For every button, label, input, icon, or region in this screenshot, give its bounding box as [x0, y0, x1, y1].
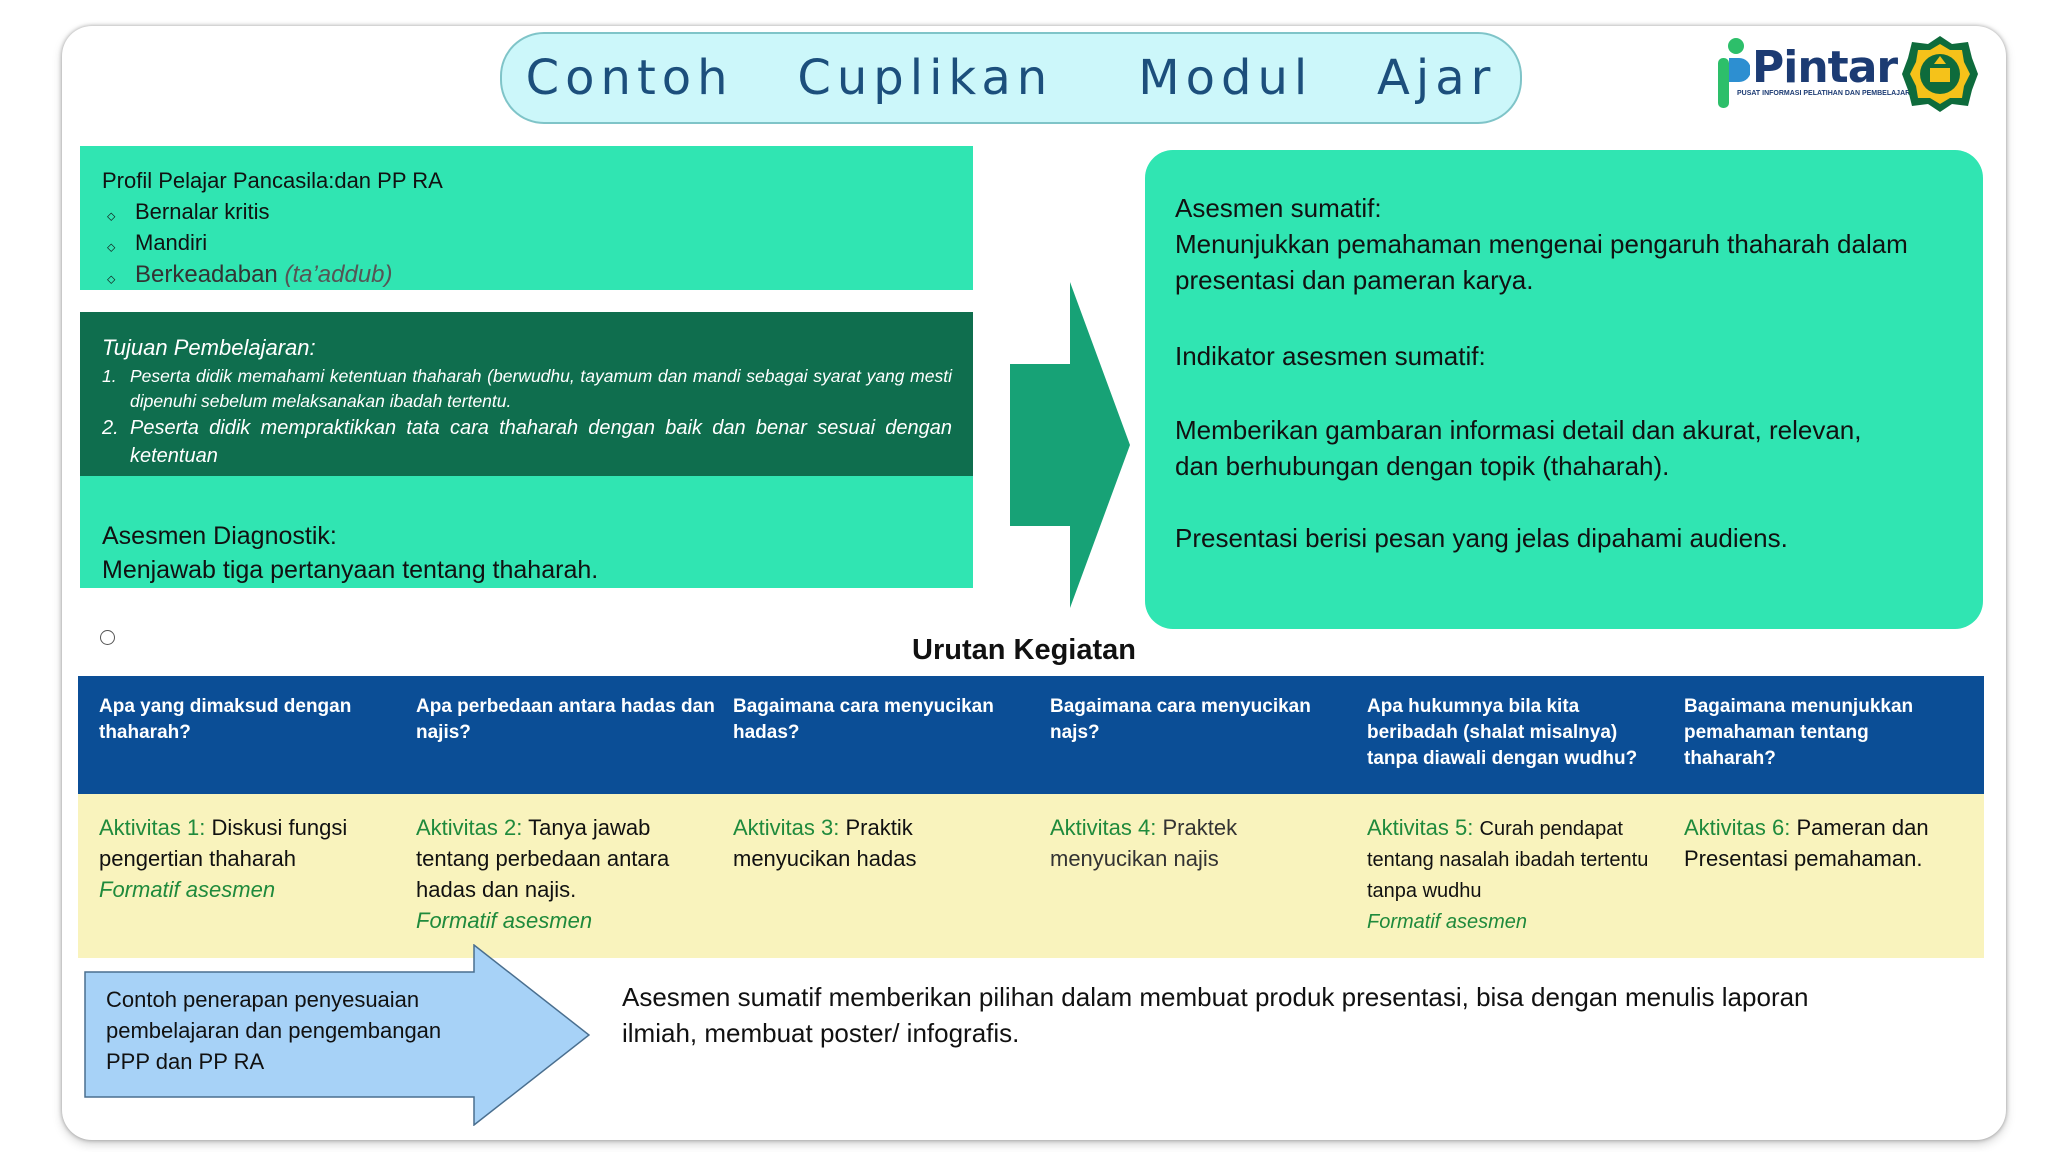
activity-label: Aktivitas 1: — [99, 815, 206, 840]
tujuan-item: 2. Peserta didik mempraktikkan tata cara… — [102, 414, 952, 470]
logo-subtitle: PUSAT INFORMASI PELATIHAN DAN PEMBELAJAR… — [1737, 90, 1921, 97]
profil-box — [80, 146, 973, 290]
indikator-line: Memberikan gambaran informasi detail dan… — [1175, 415, 1862, 445]
activity-formatif: Formatif asesmen — [1367, 911, 1528, 933]
bullet-icon: ⬦ — [107, 209, 116, 223]
activity-cell: Aktivitas 6: Pameran dan Presentasi pema… — [1684, 812, 1964, 874]
logo-name: Pintar — [1752, 42, 1898, 93]
note-line: PPP dan PP RA — [106, 1049, 265, 1074]
bullet-icon: ⬦ — [107, 240, 116, 254]
pintar-logo-icon — [1718, 38, 1750, 108]
radio-circle-icon — [100, 630, 115, 645]
right-arrow-icon — [1010, 282, 1130, 608]
question-cell: Apa yang dimaksud dengan thaharah? — [99, 696, 352, 743]
profil-item-text: Berkeadaban — [135, 261, 278, 288]
activity-text: Curah pendapat tentang nasalah ibadah te… — [1367, 818, 1649, 902]
note-arrow-icon — [84, 944, 590, 1126]
activity-cell: Aktivitas 5: Curah pendapat tentang nasa… — [1367, 812, 1657, 936]
question-cell: Bagaimana menunjukkan pemahaman tentang … — [1684, 696, 1914, 769]
profil-item: Berkeadaban (ta’addub) — [135, 261, 393, 289]
tujuan-text: Peserta didik mempraktikkan tata cara th… — [130, 417, 952, 467]
question-cell: Apa hukumnya bila kita beribadah (shalat… — [1367, 696, 1638, 769]
sumatif-title: Asesmen sumatif: — [1175, 193, 1382, 223]
tujuan-box — [80, 312, 973, 476]
activity-text: Praktik menyucikan hadas — [733, 815, 917, 871]
sumatif-line: presentasi dan pameran karya. — [1175, 265, 1534, 295]
bottom-line: Asesmen sumatif memberikan pilihan dalam… — [622, 982, 1809, 1012]
profil-item-suffix: (ta’addub) — [284, 261, 393, 288]
indikator-title: Indikator asesmen sumatif: — [1175, 341, 1486, 371]
activity-text: Praktek menyucikan najis — [1050, 815, 1238, 871]
indikator-line: dan berhubungan dengan topik (thaharah). — [1175, 451, 1670, 481]
tujuan-title: Tujuan Pembelajaran: — [102, 335, 316, 360]
question-cell: Bagaimana cara menyucikan hadas? — [733, 696, 994, 743]
note-line: pembelajaran dan pengembangan — [106, 1018, 442, 1043]
urutan-heading: Urutan Kegiatan — [912, 634, 1136, 666]
questions-row — [78, 676, 1984, 794]
indikator-line: Presentasi berisi pesan yang jelas dipah… — [1175, 523, 1788, 553]
tujuan-num: 1. — [102, 366, 117, 386]
tujuan-text: Peserta didik memahami ketentuan thahara… — [130, 366, 952, 411]
activity-text: Pameran dan Presentasi pemahaman. — [1684, 815, 1929, 871]
note-text: Contoh penerapan penyesuaian pembelajara… — [106, 984, 441, 1077]
activity-text: Diskusi fungsi pengertian thaharah — [99, 815, 348, 871]
bottom-text: Asesmen sumatif memberikan pilihan dalam… — [622, 979, 1809, 1051]
activity-label: Aktivitas 6: — [1684, 815, 1791, 840]
activity-formatif: Formatif asesmen — [99, 877, 276, 902]
tujuan-item: 1. Peserta didik memahami ketentuan thah… — [102, 364, 952, 414]
profil-title: Profil Pelajar Pancasila:dan PP RA — [102, 168, 443, 193]
activity-label: Aktivitas 5: — [1367, 815, 1474, 840]
activity-cell: Aktivitas 2: Tanya jawab tentang perbeda… — [416, 812, 716, 936]
diagnostik-box — [80, 476, 973, 588]
bullet-icon: ⬦ — [107, 272, 116, 286]
activities-row — [78, 794, 1984, 958]
question-cell: Bagaimana cara menyucikan najs? — [1050, 696, 1311, 743]
activity-label: Aktivitas 2: — [416, 815, 523, 840]
bottom-line: ilmiah, membuat poster/ infografis. — [622, 1018, 1020, 1048]
sumatif-line: Menunjukkan pemahaman mengenai pengaruh … — [1175, 229, 1908, 259]
kemenag-emblem-icon — [1902, 36, 1978, 112]
activity-cell: Aktivitas 4: Praktek menyucikan najis — [1050, 812, 1270, 874]
activity-formatif: Formatif asesmen — [416, 908, 593, 933]
note-line: Contoh penerapan penyesuaian — [106, 987, 420, 1012]
profil-item: Mandiri — [135, 230, 208, 255]
diagnostik-text: Menjawab tiga pertanyaan tentang thahara… — [102, 556, 599, 584]
profil-item: Bernalar kritis — [135, 199, 270, 224]
page-title: Contoh Cuplikan Modul Ajar — [525, 50, 1497, 106]
activity-text: Tanya jawab tentang perbedaan antara had… — [416, 815, 670, 902]
activity-label: Aktivitas 4: — [1050, 815, 1157, 840]
asesmen-sumatif-box — [1145, 150, 1983, 629]
activity-label: Aktivitas 3: — [733, 815, 840, 840]
activity-cell: Aktivitas 3: Praktik menyucikan hadas — [733, 812, 953, 874]
diagnostik-title: Asesmen Diagnostik: — [102, 522, 337, 550]
activity-cell: Aktivitas 1: Diskusi fungsi pengertian t… — [99, 812, 399, 905]
tujuan-num: 2. — [102, 417, 119, 439]
title-pill: Contoh Cuplikan Modul Ajar — [500, 32, 1522, 124]
question-cell: Apa perbedaan antara hadas dan najis? — [416, 696, 715, 743]
